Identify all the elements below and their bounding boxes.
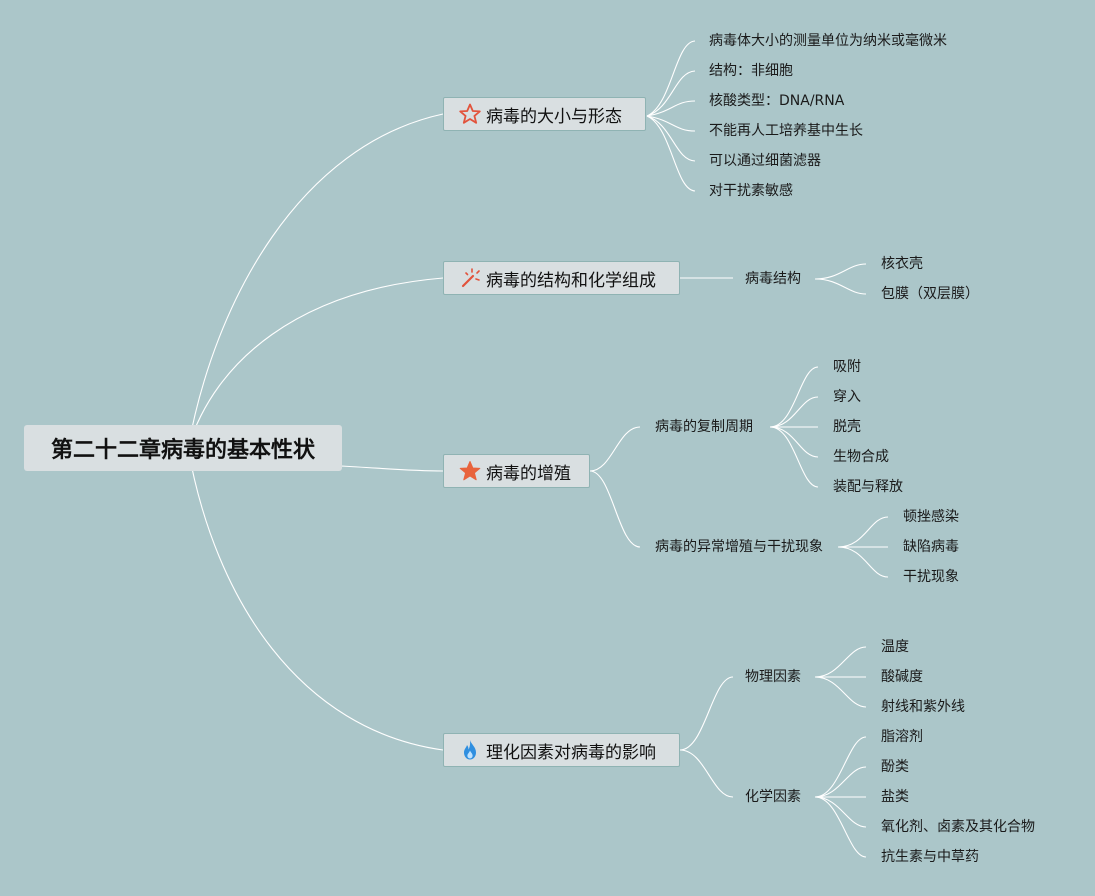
- connector-root-b0: [187, 113, 444, 449]
- leaf-item[interactable]: 干扰现象: [903, 569, 959, 585]
- connector-b3-s1: [679, 749, 734, 798]
- leaf-item[interactable]: 脱壳: [833, 419, 861, 435]
- connector-b3-s0: [679, 676, 734, 751]
- connector-b0-l4: [646, 115, 696, 162]
- connector-b0-l0: [646, 40, 696, 117]
- magic-wand-icon: [458, 266, 482, 290]
- leaf-item[interactable]: 氧化剂、卤素及其化合物: [881, 819, 1035, 835]
- branch-label: 理化因素对病毒的影响: [486, 742, 656, 763]
- leaf-item[interactable]: 不能再人工培养基中生长: [709, 123, 863, 139]
- flame-icon: [458, 738, 482, 762]
- connector-b2-s0: [589, 426, 641, 472]
- connector-b2-s1-l2: [837, 546, 889, 578]
- connector-root-b1: [187, 277, 444, 449]
- leaf-item[interactable]: 生物合成: [833, 449, 889, 465]
- leaf-item[interactable]: 抗生素与中草药: [881, 849, 979, 865]
- branch-structure-composition[interactable]: 病毒的结构和化学组成: [443, 261, 680, 295]
- leaf-item[interactable]: 核酸类型：DNA/RNA: [709, 93, 845, 109]
- leaf-item[interactable]: 可以通过细菌滤器: [709, 153, 821, 169]
- leaf-item[interactable]: 对干扰素敏感: [709, 183, 793, 199]
- connector-b3-s1-l4: [814, 796, 867, 858]
- leaf-item[interactable]: 结构：非细胞: [709, 63, 793, 79]
- sub-topic[interactable]: 病毒的异常增殖与干扰现象: [655, 539, 823, 555]
- branch-proliferation[interactable]: 病毒的增殖: [443, 454, 590, 488]
- leaf-item[interactable]: 盐类: [881, 789, 909, 805]
- connector-b3-s0-l2: [814, 676, 867, 708]
- leaf-item[interactable]: 酚类: [881, 759, 909, 775]
- connector-b1-s0-l1: [814, 278, 867, 295]
- connector-b2-s1-l0: [837, 516, 889, 548]
- branch-label: 病毒的增殖: [486, 463, 571, 484]
- leaf-item[interactable]: 装配与释放: [833, 479, 903, 495]
- leaf-item[interactable]: 温度: [881, 639, 909, 655]
- star-outline-icon: [458, 102, 482, 126]
- branch-label: 病毒的结构和化学组成: [486, 270, 656, 291]
- connector-b3-s0-l0: [814, 646, 867, 678]
- connector-b0-l2: [646, 100, 696, 117]
- root-topic[interactable]: 第二十二章病毒的基本性状: [24, 425, 342, 471]
- leaf-item[interactable]: 顿挫感染: [903, 509, 959, 525]
- leaf-item[interactable]: 脂溶剂: [881, 729, 923, 745]
- connector-b2-s0-l1: [769, 396, 819, 428]
- leaf-item[interactable]: 病毒体大小的测量单位为纳米或毫微米: [709, 33, 947, 49]
- branch-physicochemical-factors[interactable]: 理化因素对病毒的影响: [443, 733, 680, 767]
- sub-topic[interactable]: 病毒结构: [745, 271, 801, 287]
- connector-b0-l3: [646, 115, 696, 132]
- star-filled-icon: [458, 459, 482, 483]
- sub-topic[interactable]: 物理因素: [745, 669, 801, 685]
- leaf-item[interactable]: 吸附: [833, 359, 861, 375]
- leaf-item[interactable]: 包膜（双层膜）: [881, 286, 979, 302]
- leaf-item[interactable]: 缺陷病毒: [903, 539, 959, 555]
- connector-b3-s1-l1: [814, 766, 867, 798]
- connector-b2-s0-l0: [769, 366, 819, 428]
- connector-b2-s0-l4: [769, 426, 819, 488]
- connector-b0-l5: [646, 115, 696, 192]
- root-topic-label: 第二十二章病毒的基本性状: [50, 438, 315, 463]
- leaf-item[interactable]: 穿入: [833, 389, 861, 405]
- sub-topic[interactable]: 病毒的复制周期: [655, 419, 753, 435]
- connector-root-b2: [339, 465, 444, 472]
- connector-b1-s0-l0: [814, 263, 867, 280]
- leaf-item[interactable]: 射线和紫外线: [881, 699, 965, 715]
- connector-b3-s1-l0: [814, 736, 867, 798]
- leaf-item[interactable]: 酸碱度: [881, 669, 923, 685]
- connector-root-b3: [187, 447, 444, 751]
- leaf-item[interactable]: 核衣壳: [881, 256, 923, 272]
- sub-topic[interactable]: 化学因素: [745, 789, 801, 805]
- connector-b0-l1: [646, 70, 696, 117]
- branch-label: 病毒的大小与形态: [486, 106, 622, 127]
- branch-size-morphology[interactable]: 病毒的大小与形态: [443, 97, 646, 131]
- connector-b2-s1: [589, 470, 641, 548]
